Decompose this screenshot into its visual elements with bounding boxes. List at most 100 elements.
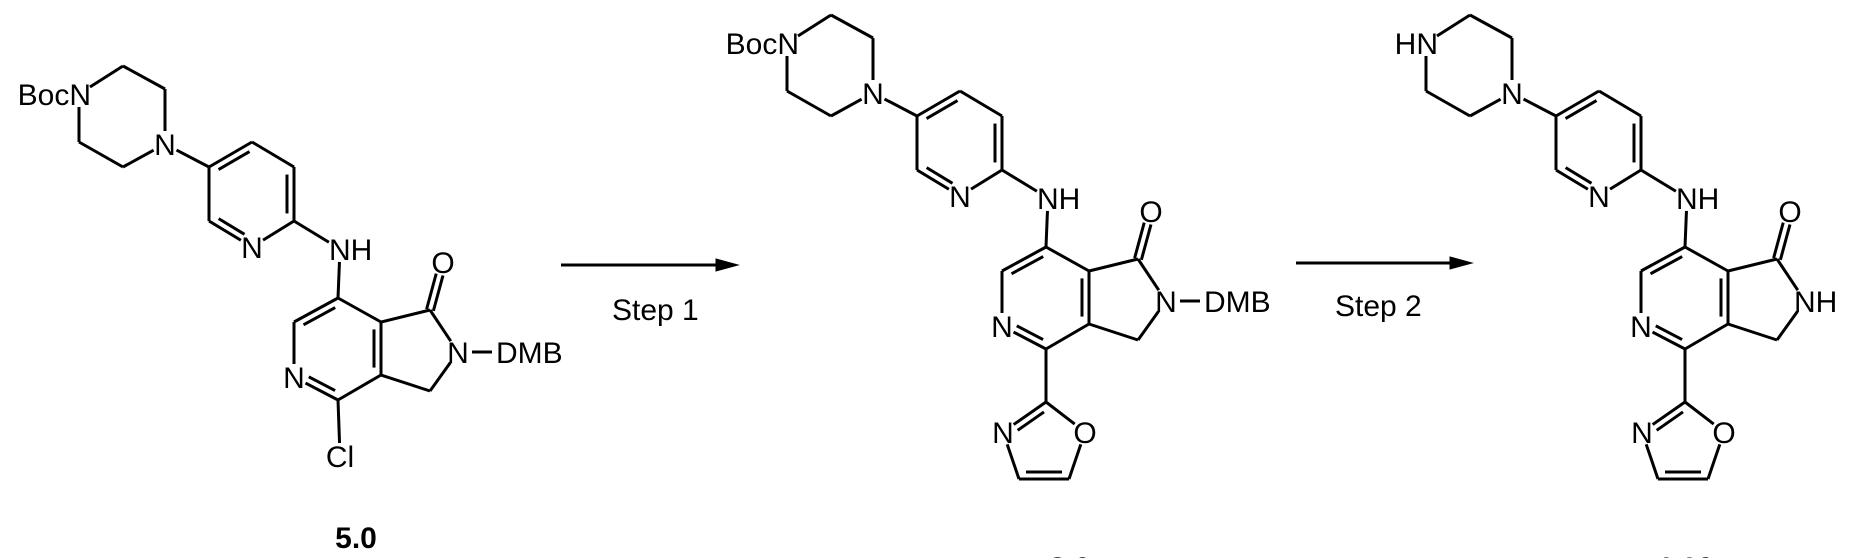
oxazole-n-label: N: [1631, 417, 1653, 450]
compound-8-0: BocN N N NH N O N DMB N O 8.0: [726, 15, 1271, 558]
bond: [263, 221, 294, 240]
arrow-head-icon: [1450, 257, 1472, 269]
step-2-label: Step 2: [1335, 290, 1422, 323]
bond: [338, 298, 381, 322]
double-bond-inner: [219, 152, 250, 170]
bond: [252, 142, 294, 167]
bond: [831, 15, 873, 38]
double-bond-inner: [1651, 257, 1683, 274]
bond: [1685, 402, 1714, 424]
compound-5-0: BocN N N NH N O N DMB Cl 5.0: [18, 66, 563, 555]
bond: [971, 170, 1002, 189]
double-bond-inner: [1566, 101, 1597, 119]
bond: [177, 150, 209, 167]
reaction-arrow-step-2: Step 2: [1296, 257, 1472, 323]
compound-label-8-0: 8.0: [1049, 552, 1091, 558]
double-bond-inner: [1657, 412, 1683, 430]
bond: [1685, 211, 1686, 247]
hn-label: HN: [1395, 28, 1438, 61]
bond: [1470, 15, 1512, 38]
bond: [1728, 259, 1777, 271]
boc-n-label: BocN: [726, 28, 799, 61]
pyridine-n-label: N: [1588, 181, 1610, 214]
bond: [1653, 332, 1685, 349]
bond: [1470, 99, 1501, 116]
lactam-n-label: N: [1155, 286, 1177, 319]
arrow-head-icon: [716, 259, 738, 271]
boc-n-label: BocN: [18, 79, 91, 112]
compound-bonds: [1426, 15, 1798, 479]
pyridine-n-label: N: [241, 232, 263, 265]
bond: [123, 66, 165, 89]
bond: [90, 66, 123, 87]
bond: [1046, 324, 1089, 349]
bond: [1002, 170, 1037, 191]
pyridine-n-label: N: [949, 181, 971, 214]
dmb-label: DMB: [1204, 286, 1271, 319]
bond: [831, 99, 862, 116]
bond: [1046, 402, 1075, 424]
double-bond-inner: [1017, 326, 1043, 340]
double-bond-inner: [304, 308, 336, 325]
compound-bonds: [79, 66, 451, 443]
bond: [1046, 247, 1089, 271]
bond: [1599, 91, 1641, 116]
carbonyl-o-label: O: [1139, 196, 1162, 229]
compound-label-5-0: 5.0: [335, 522, 377, 555]
bond: [381, 310, 430, 322]
double-bond-inner: [309, 377, 335, 391]
double-bond-inner: [1012, 257, 1044, 274]
oxazole-o-label: O: [1712, 417, 1735, 450]
piperazine-n-label: N: [862, 78, 884, 111]
oxazole-o-label: O: [1073, 417, 1096, 450]
carbonyl-o-label: O: [1778, 196, 1801, 229]
bond: [338, 262, 339, 298]
bond: [885, 99, 917, 116]
bond: [1685, 247, 1728, 271]
bond: [338, 400, 340, 443]
bond: [960, 91, 1002, 116]
ring-n-label: N: [991, 311, 1013, 344]
bond: [1046, 211, 1047, 247]
bond: [798, 15, 831, 36]
compound-i-10: HN N N NH N O NH N O I-10: [1395, 15, 1838, 558]
bond: [123, 150, 154, 167]
compound-bonds: [787, 15, 1159, 479]
bond: [294, 221, 329, 242]
amine-nh-label: NH: [1037, 183, 1080, 216]
amine-nh-label: NH: [1676, 183, 1719, 216]
bond: [1610, 170, 1641, 189]
bond: [338, 375, 381, 400]
bond: [1014, 332, 1046, 349]
bond: [1426, 91, 1470, 116]
piperazine-n-label: N: [1501, 78, 1523, 111]
bond: [1089, 259, 1138, 271]
bond: [1089, 324, 1138, 340]
bond: [1524, 99, 1556, 116]
lactam-nh-label: NH: [1794, 286, 1837, 319]
compound-label-i-10: I-10: [1662, 552, 1714, 558]
bond: [1728, 324, 1777, 340]
piperazine-n-label: N: [154, 129, 176, 162]
oxazole-n-label: N: [992, 417, 1014, 450]
bond: [787, 91, 831, 116]
ring-n-label: N: [1630, 311, 1652, 344]
reaction-arrow-step-1: Step 1: [561, 259, 738, 327]
carbonyl-o-label: O: [431, 247, 454, 280]
bond: [1685, 324, 1728, 349]
lactam-n-label: N: [447, 337, 469, 370]
step-1-label: Step 1: [612, 294, 699, 327]
bond: [79, 142, 123, 167]
bond: [1641, 170, 1676, 191]
double-bond-inner: [1656, 326, 1682, 340]
bond: [381, 375, 430, 391]
double-bond-inner: [927, 101, 958, 119]
double-bond-inner: [1018, 412, 1044, 430]
bond: [306, 383, 338, 400]
amine-nh-label: NH: [329, 234, 372, 267]
ring-n-label: N: [283, 362, 305, 395]
chloro-label: Cl: [326, 441, 354, 474]
dmb-label: DMB: [496, 337, 563, 370]
bond: [1437, 15, 1470, 36]
